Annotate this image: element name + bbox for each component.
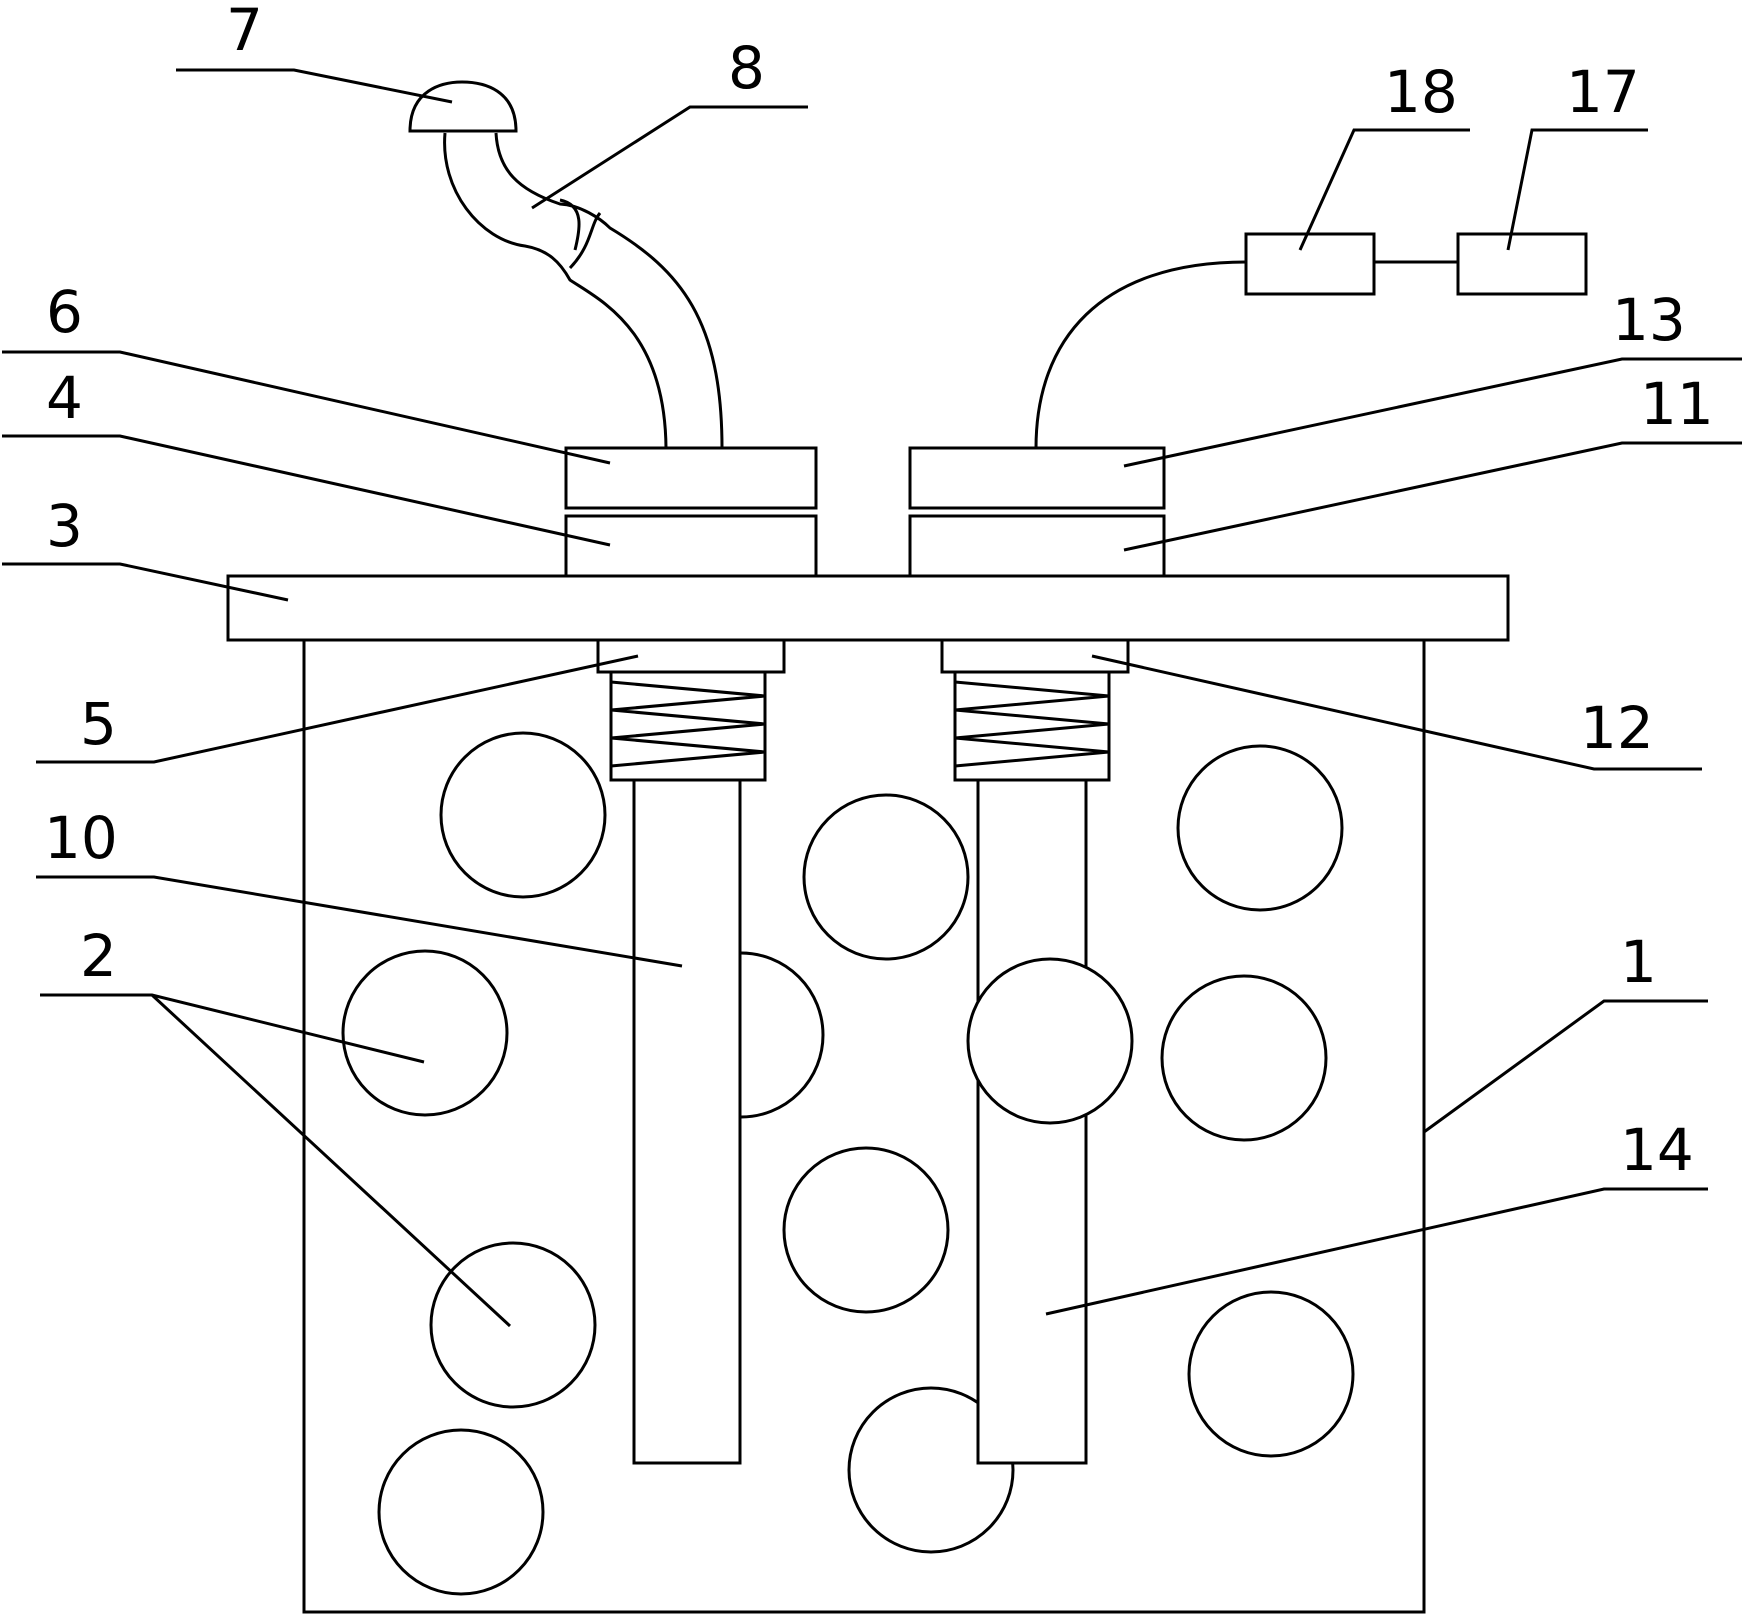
ball	[377, 1428, 545, 1596]
unit-17-box	[1456, 232, 1588, 296]
leader-11	[1123, 441, 1742, 552]
leader-17	[1506, 128, 1648, 251]
right-spring-assembly	[940, 638, 1130, 782]
ball	[847, 1386, 1015, 1554]
label-3: 3	[46, 492, 83, 560]
left-spring-coil	[610, 680, 766, 768]
right-terminal-block	[908, 446, 1166, 578]
label-11: 11	[1640, 370, 1714, 438]
left-electrode-rod	[632, 778, 742, 1465]
pipe-outer-wall	[443, 132, 668, 449]
left-spring-collar	[596, 638, 786, 674]
label-14: 14	[1620, 1116, 1694, 1184]
ball	[966, 957, 1134, 1125]
right-terminal-upper	[908, 446, 1166, 510]
label-12: 12	[1580, 694, 1654, 762]
leader-8	[531, 105, 808, 210]
left-terminal-block	[564, 446, 818, 578]
leader-7	[176, 68, 453, 104]
label-1: 1	[1620, 928, 1657, 996]
right-spring-collar	[940, 638, 1130, 674]
ball	[429, 1241, 597, 1409]
ball	[782, 1146, 950, 1314]
pipe-cap	[408, 80, 518, 133]
ball	[802, 793, 970, 961]
ball	[439, 731, 607, 899]
leader-12	[1091, 654, 1702, 771]
pipe-inner-wall	[494, 132, 724, 449]
electrical-units	[1034, 232, 1588, 449]
right-spring-coil	[954, 680, 1110, 768]
label-18: 18	[1384, 58, 1458, 126]
cover-plate	[226, 574, 1510, 642]
leader-14	[1045, 1187, 1708, 1316]
label-4: 4	[46, 364, 83, 432]
ball	[1187, 1290, 1355, 1458]
left-terminal-upper	[564, 446, 818, 510]
ball	[1160, 974, 1328, 1142]
label-17: 17	[1566, 58, 1640, 126]
reference-numerals: 7 8 18 17 6 13 4 11 3 5 12 10 2 1 14	[44, 0, 1714, 1184]
label-7: 7	[226, 0, 263, 64]
leader-6	[2, 350, 611, 465]
label-2: 2	[80, 922, 117, 990]
label-5: 5	[80, 690, 117, 758]
leader-13	[1123, 357, 1742, 468]
leader-5	[36, 654, 639, 764]
container-body	[302, 638, 1426, 1614]
right-terminal-lower	[908, 514, 1166, 578]
leader-10	[36, 875, 683, 968]
leader-2b	[150, 993, 512, 1328]
label-6: 6	[46, 278, 83, 346]
leader-3	[2, 562, 289, 602]
ball	[1176, 744, 1344, 912]
pipe-joint-mark	[559, 198, 602, 270]
left-spring-assembly	[596, 638, 786, 782]
label-13: 13	[1612, 286, 1686, 354]
left-terminal-lower	[564, 514, 818, 578]
cable	[1034, 260, 1247, 449]
leader-4	[2, 434, 611, 547]
ball	[341, 949, 509, 1117]
gas-pipe-assembly	[408, 80, 724, 449]
leader-lines	[2, 68, 1742, 1328]
unit-18-box	[1244, 232, 1376, 296]
leader-1	[1423, 999, 1708, 1134]
label-8: 8	[728, 34, 765, 102]
leader-18	[1298, 128, 1470, 251]
label-10: 10	[44, 804, 118, 872]
